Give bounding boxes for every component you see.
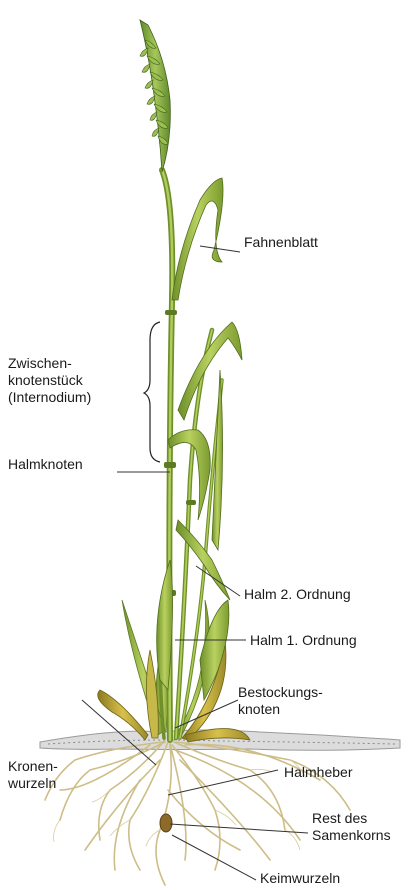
label-kronenwurzeln: Kronen- wurzeln <box>8 758 58 792</box>
label-keimwurzeln: Keimwurzeln <box>260 870 340 887</box>
label-bestockungsknoten: Bestockungs- knoten <box>238 684 323 718</box>
label-halmknoten: Halmknoten <box>8 456 83 473</box>
label-internodium: Zwischen- knotenstück (Internodium) <box>8 355 91 406</box>
label-halm-1-ordnung: Halm 1. Ordnung <box>250 632 357 649</box>
seed-remnant <box>160 814 172 832</box>
wheat-ear <box>140 20 170 172</box>
label-halmheber: Halmheber <box>284 764 352 781</box>
label-rest-des-samenkorns: Rest des Samenkorns <box>312 810 391 844</box>
label-fahnenblatt: Fahnenblatt <box>244 234 318 251</box>
internodium-bracket <box>144 322 160 462</box>
label-halm-2-ordnung: Halm 2. Ordnung <box>244 586 351 603</box>
root-fibers <box>54 760 306 850</box>
roots <box>45 740 350 885</box>
leader-lines <box>82 246 308 880</box>
